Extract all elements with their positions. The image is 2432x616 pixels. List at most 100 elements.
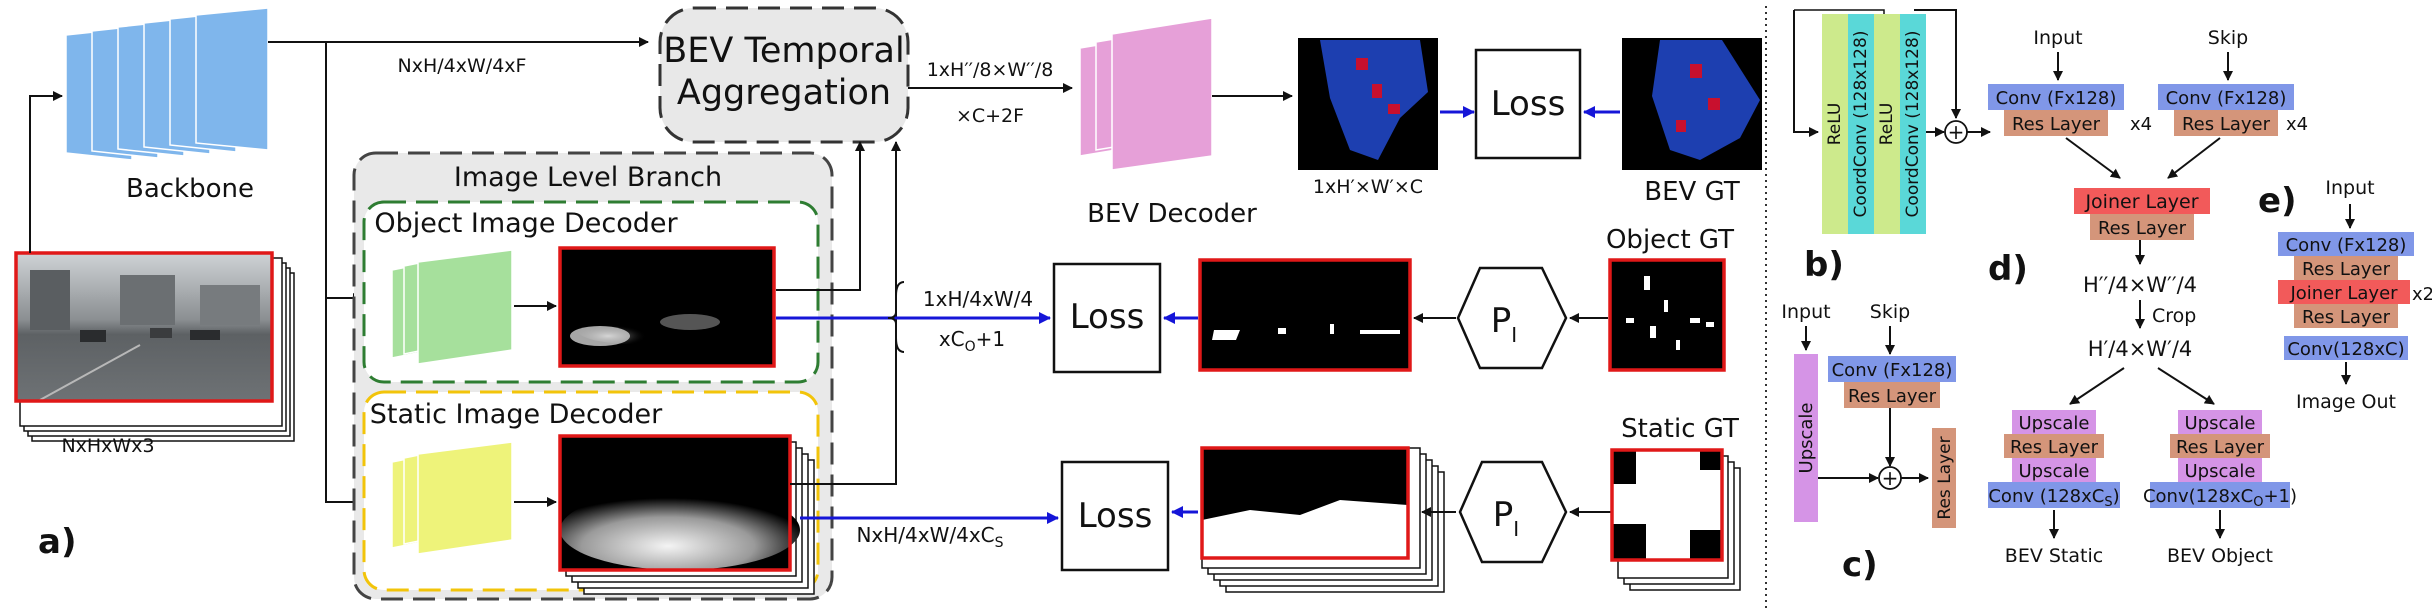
d-res-block-left [2004, 110, 2108, 136]
panel-b-letter: b) [1804, 245, 1844, 285]
bev-gt-label: BEV GT [1644, 177, 1740, 207]
d-res-label-left: Res Layer [2012, 114, 2101, 135]
c-upscale-block [1794, 354, 1818, 522]
c-res-block [1844, 382, 1940, 408]
c-skip-label: Skip [1870, 301, 1910, 323]
temporal-out-dims-2: ×C+2F [956, 105, 1024, 127]
c-res-vertical-label: Res Layer [1935, 436, 1955, 519]
static-loss-label: Loss [1078, 496, 1153, 536]
static-gt-label: Static GT [1621, 414, 1739, 444]
static-decoder-label: Static Image Decoder [370, 399, 663, 430]
d-res-label-left-2: Res Layer [2010, 437, 2099, 458]
static-decoder-block [391, 441, 513, 555]
e-image-out-label: Image Out [2296, 391, 2396, 413]
e-res-label-2: Res Layer [2302, 307, 2391, 328]
d-crop-label: Crop [2152, 305, 2196, 327]
e-res-block-1 [2294, 256, 2398, 280]
bev-decoder-label: BEV Decoder [1087, 199, 1257, 229]
static-mask-stack [558, 434, 815, 595]
c-upscale-label: Upscale [1796, 403, 1817, 474]
e-x2-label: x2 [2412, 284, 2432, 305]
input-dims-label: NxHxWx3 [61, 435, 154, 457]
arrow-d-to-object-branch [2157, 367, 2215, 405]
object-mask-image [558, 246, 776, 368]
e-conv-label: Conv (Fx128) [2286, 235, 2407, 256]
bev-temporal-aggregation-box [658, 6, 910, 144]
d-upscale-block-right-2 [2178, 458, 2262, 482]
arrow-b-input [1793, 10, 1819, 137]
feature-dims-label: NxH/4xW/4xF [398, 55, 527, 77]
c-sum-label: + [1882, 466, 1899, 490]
arrow-b-skip [1914, 9, 1961, 119]
bev-output-dims: 1xH′×W′×C [1313, 176, 1423, 198]
relu-block-2 [1874, 14, 1900, 234]
brace-icon [887, 281, 905, 353]
d-upscale-block-left-2 [2012, 458, 2096, 482]
c-res-label: Res Layer [1848, 386, 1937, 407]
sum-label: + [1948, 120, 1965, 144]
panel-e-letter: e) [2258, 181, 2297, 221]
coordconv-label-2: CoordConv (128x128) [1903, 31, 1923, 218]
d-conv-label-left: Conv (Fx128) [1996, 88, 2117, 109]
d-upscale-label-right-1: Upscale [2185, 413, 2256, 434]
object-gt-label: Object GT [1606, 225, 1734, 255]
object-decoder-block [391, 249, 513, 365]
d-x4-right: x4 [2286, 114, 2308, 135]
static-projection-label: PI [1493, 495, 1519, 541]
d-res-block-left-2 [2004, 434, 2104, 458]
static-loss-box [1060, 460, 1170, 572]
static-projected-gt-stack [1200, 446, 1445, 593]
d-input-label: Input [2033, 27, 2082, 49]
d-x4-left: x4 [2130, 114, 2152, 135]
backbone-label: Backbone [126, 174, 254, 204]
input-image-stack [14, 251, 295, 442]
d-res-block-mid [2090, 214, 2194, 240]
temporal-label-1: BEV Temporal [663, 31, 904, 71]
panel-a-letter: a) [38, 522, 76, 562]
bev-decoder-block [1079, 17, 1213, 171]
bev-loss-box [1474, 48, 1582, 160]
d-upscale-block-right-1 [2178, 410, 2262, 434]
relu-label-1: ReLU [1825, 103, 1845, 146]
temporal-out-dims-1: 1xH′′/8×W′′/8 [927, 59, 1054, 81]
e-conv-block [2278, 232, 2414, 256]
c-input-label: Input [1781, 301, 1830, 323]
e-res-block-2 [2294, 304, 2398, 328]
d-bev-object-label: BEV Object [2167, 545, 2273, 567]
coordconv-label-1: CoordConv (128x128) [1851, 31, 1871, 218]
arrow-object-to-temporal [776, 141, 865, 291]
static-gt-map-stack [1610, 448, 1741, 591]
d-upscale-label-left-1: Upscale [2019, 413, 2090, 434]
d-conv-object-label: Conv(128xCO+1) [2143, 486, 2297, 510]
temporal-label-2: Aggregation [677, 73, 891, 113]
object-projected-gt [1198, 258, 1412, 372]
d-res-block-right [2174, 110, 2278, 136]
relu-block-1 [1822, 14, 1848, 234]
d-bev-static-label: BEV Static [2005, 545, 2103, 567]
e-res-label-1: Res Layer [2302, 259, 2391, 280]
static-out-dims: NxH/4xW/4xCS [856, 523, 1003, 551]
arrow-backbone-to-static-decoder [325, 42, 363, 507]
c-res-vertical-block [1932, 428, 1956, 528]
arrow-d-right-to-joiner [2167, 137, 2221, 179]
d-conv-object-block [2150, 482, 2290, 508]
image-level-branch-label: Image Level Branch [454, 162, 722, 193]
d-res-label-mid: Res Layer [2098, 218, 2187, 239]
d-upscale-block-left-1 [2012, 410, 2096, 434]
backbone-block [65, 7, 269, 161]
d-upscale-label-right-2: Upscale [2185, 461, 2256, 482]
arrow-d-to-static-branch [2069, 367, 2125, 405]
e-joiner-label: Joiner Layer [2289, 283, 2398, 304]
e-input-label: Input [2325, 177, 2374, 199]
c-conv-block [1828, 356, 1956, 382]
object-decoder-label: Object Image Decoder [374, 208, 678, 239]
coordconv-block-1 [1848, 14, 1874, 234]
d-dims-2: H′/4×W′/4 [2088, 337, 2193, 361]
d-res-label-right: Res Layer [2182, 114, 2271, 135]
street-photo [16, 253, 272, 401]
d-conv-block-right [2158, 84, 2294, 110]
arrow-image-to-backbone [29, 91, 63, 253]
e-conv-out-label: Conv(128xC) [2287, 339, 2404, 360]
e-conv-out-block [2284, 336, 2408, 360]
